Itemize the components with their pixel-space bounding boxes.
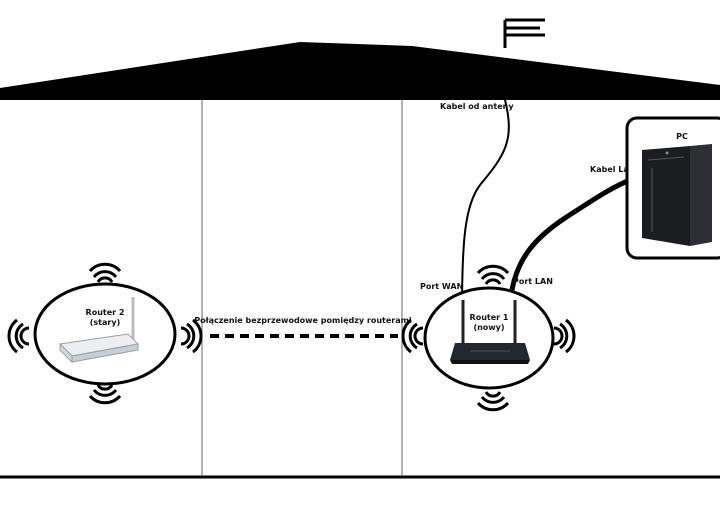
lan-cable: [509, 177, 631, 291]
router2-zone: [33, 282, 177, 386]
router1-device-icon: [450, 300, 530, 364]
antenna-cable: [461, 99, 510, 313]
port-wan-label: Port WAN: [420, 282, 463, 291]
router2-device-icon: [58, 297, 140, 364]
router2-name: Router 2: [86, 308, 125, 317]
router1-zone: [423, 286, 555, 390]
router2-tag: (stary): [90, 318, 120, 327]
wireless-link-label: Połączenie bezprzewodowe pomiędzy router…: [194, 316, 412, 325]
router1-tag: (nowy): [473, 323, 504, 332]
pc-tower-icon: [642, 144, 712, 246]
port-lan-label: Port LAN: [513, 277, 553, 286]
router1-name: Router 1: [470, 313, 509, 322]
lan-cable-label: Kabel Lan: [590, 165, 635, 174]
pc-label: PC: [676, 132, 688, 141]
router2-wifi-waves-icon: [7, 262, 203, 405]
rooftop-antenna: [503, 18, 545, 48]
antenna-cable-label: Kabel od anteny: [440, 102, 514, 111]
house-roof: [0, 42, 720, 100]
router1-wifi-waves-icon: [401, 264, 576, 412]
